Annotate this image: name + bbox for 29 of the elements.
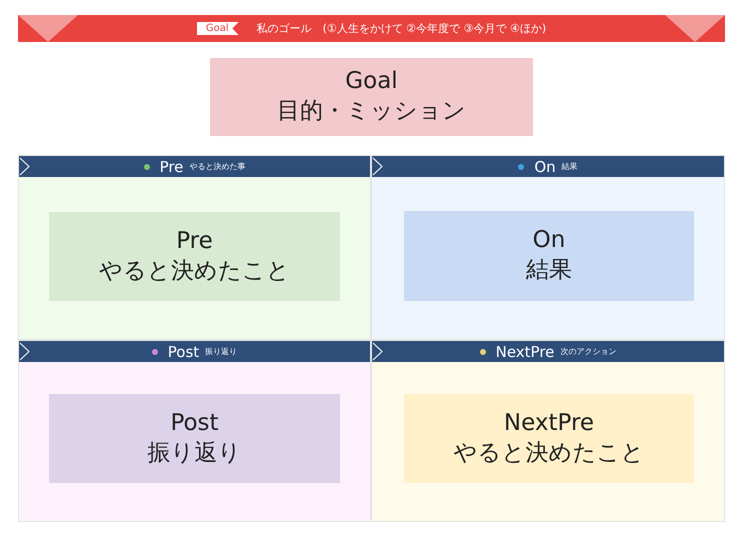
section-heading: Pre [160, 158, 184, 176]
quadrant-panel [18, 155, 371, 340]
text-card [404, 211, 694, 301]
section-subtitle: 振り返り [205, 346, 238, 357]
card-text: やると決めたこと [99, 256, 290, 286]
section-subtitle: 次のアクション [560, 346, 616, 357]
text-card [404, 394, 694, 483]
card-heading: Post [170, 408, 219, 438]
goal-tag: Goal [196, 22, 239, 35]
section-heading: NextPre [496, 342, 554, 360]
card-heading: On [532, 226, 566, 256]
quadrant-panel [371, 155, 725, 340]
section-subtitle: やると決めた事 [189, 161, 246, 172]
text-card [210, 58, 533, 136]
card-text: やると決めたこと [454, 438, 644, 468]
section-heading: On [534, 158, 556, 176]
section-heading: Post [168, 342, 200, 360]
quadrant-panel [371, 340, 725, 522]
quadrant-panel [18, 340, 371, 522]
card-heading: Pre [176, 226, 213, 256]
card-heading: NextPre [504, 408, 594, 438]
text-card [49, 212, 340, 301]
section-subtitle: 結果 [562, 161, 578, 172]
card-text: 目的・ミッション [277, 97, 466, 126]
card-text: 振り返り [148, 438, 242, 468]
banner-title: 私のゴール (①人生をかけて ②今年度で ③今月で ④ほか) [256, 21, 546, 36]
card-text: 結果 [526, 256, 572, 285]
card-heading: Goal [345, 67, 398, 96]
text-card [49, 394, 340, 483]
